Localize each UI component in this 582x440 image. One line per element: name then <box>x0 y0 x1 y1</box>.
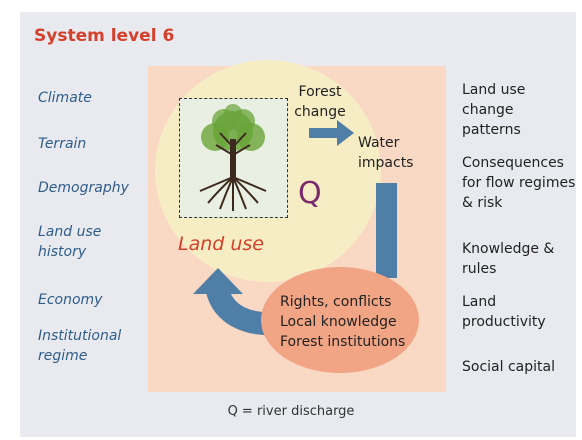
tree-icon <box>199 104 267 211</box>
right-item-land-productivity: Land productivity <box>462 294 546 330</box>
forest-change-label: Forest change <box>294 84 346 120</box>
left-item-terrain: Terrain <box>38 136 87 152</box>
right-item-knowledge-rules: Knowledge & rules <box>462 241 555 277</box>
left-item-institutional-regime: Institutional regime <box>38 328 122 364</box>
left-item-economy: Economy <box>38 292 103 308</box>
institutions-text: Rights, conflicts Local knowledge Forest… <box>280 292 405 352</box>
arrow-return-to-land-use <box>193 268 268 335</box>
land-use-label: Land use <box>178 233 265 255</box>
institutions-ellipse <box>261 267 419 373</box>
right-item-flow-consequences: Consequences for flow regimes & risk <box>462 155 576 211</box>
water-impacts-label: Water impacts <box>358 135 414 171</box>
arrow-water-down <box>376 183 397 278</box>
diagram-title: System level 6 <box>34 26 175 46</box>
left-item-land-use-history: Land use history <box>38 224 102 260</box>
tree-image <box>179 98 288 218</box>
right-item-land-use-change: Land use change patterns <box>462 82 526 138</box>
institution-item-rights: Rights, conflicts <box>280 294 392 310</box>
caption: Q = river discharge <box>227 404 355 419</box>
right-item-social-capital: Social capital <box>462 359 555 375</box>
left-item-climate: Climate <box>38 90 92 106</box>
left-item-demography: Demography <box>38 180 129 196</box>
institution-item-forest: Forest institutions <box>280 334 406 350</box>
arrow-forest-to-water <box>309 120 354 146</box>
discharge-symbol: Q <box>298 176 322 211</box>
institution-item-knowledge: Local knowledge <box>280 314 397 330</box>
